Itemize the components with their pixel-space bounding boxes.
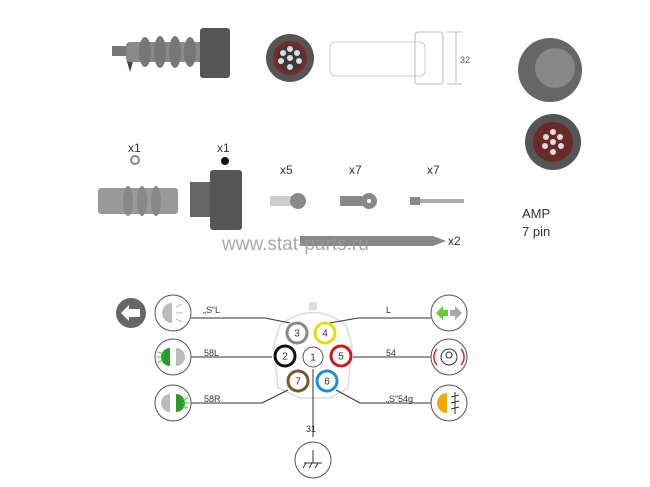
pin-ring [329, 344, 353, 368]
part-qty-contact-pin: x7 [427, 163, 440, 177]
back-button[interactable] [116, 298, 146, 328]
dimension-label: 32 [460, 55, 470, 65]
wire-seal-a-part [270, 193, 306, 209]
pin-7: 7 [286, 369, 310, 393]
pin-ring [286, 369, 310, 393]
pin-ring [302, 346, 324, 368]
pin-label-6: „S“54g [386, 394, 413, 404]
pin-number: 7 [295, 377, 301, 388]
pin-5: 5 [329, 344, 353, 368]
bellows-part [98, 186, 178, 216]
pin-number: 4 [322, 329, 328, 340]
part-qty-plug: x1 [217, 141, 230, 155]
part-qty-tool: x2 [448, 234, 461, 248]
pin-label-5: 54 [386, 348, 396, 358]
pin-ring [273, 344, 297, 368]
watermark: www.stat-parts.ru [221, 234, 369, 255]
plug-dot-icon [221, 157, 229, 165]
reverse-light-icon [154, 294, 192, 332]
pin-ring [313, 321, 337, 345]
wires [191, 317, 431, 437]
pin-4: 4 [313, 321, 337, 345]
connector-side-view [112, 28, 230, 78]
pin-label-1: 31 [306, 424, 316, 434]
pin-label-2: 58L [204, 348, 219, 358]
connector-3d-view [518, 38, 582, 170]
left-position-light-icon [154, 338, 192, 376]
pin-count: 7 pin [522, 224, 550, 239]
connector-type: AMP [522, 206, 550, 221]
pin-label-3: „S“L [203, 305, 220, 315]
pins: 1 2 3 4 5 6 7 [273, 321, 353, 393]
pin-number: 1 [310, 353, 316, 364]
pin-label-4: L [386, 305, 391, 315]
pin-1: 1 [302, 346, 324, 368]
part-qty-wire-seal-a: x5 [280, 163, 293, 177]
turn-signal-icon [430, 294, 468, 332]
connector-front-view [266, 34, 314, 82]
fog-light-icon [430, 384, 468, 422]
part-qty-wire-seal-b: x7 [349, 163, 362, 177]
tool-part [300, 236, 446, 246]
part-qty-seal-ring: x1 [128, 141, 141, 155]
pin-number: 6 [324, 377, 330, 388]
seal-ring-icon [130, 155, 140, 165]
brake-light-icon [430, 338, 468, 376]
connector-outline-view: 32 [329, 31, 470, 85]
pin-number: 2 [282, 352, 288, 363]
contact-pin-part [410, 197, 464, 205]
right-position-light-icon [154, 384, 192, 422]
plug-housing-part [190, 170, 242, 230]
pin-3: 3 [285, 321, 309, 345]
pin-number: 5 [338, 352, 344, 363]
pin-number: 3 [294, 329, 300, 340]
pin-ring [315, 369, 339, 393]
pin-2: 2 [273, 344, 297, 368]
connector-key [309, 302, 317, 310]
wire-seal-b-part [340, 193, 377, 209]
pin-label-7: 58R [204, 394, 221, 404]
ground-icon [294, 441, 332, 479]
pin-ring [285, 321, 309, 345]
pin-6: 6 [315, 369, 339, 393]
